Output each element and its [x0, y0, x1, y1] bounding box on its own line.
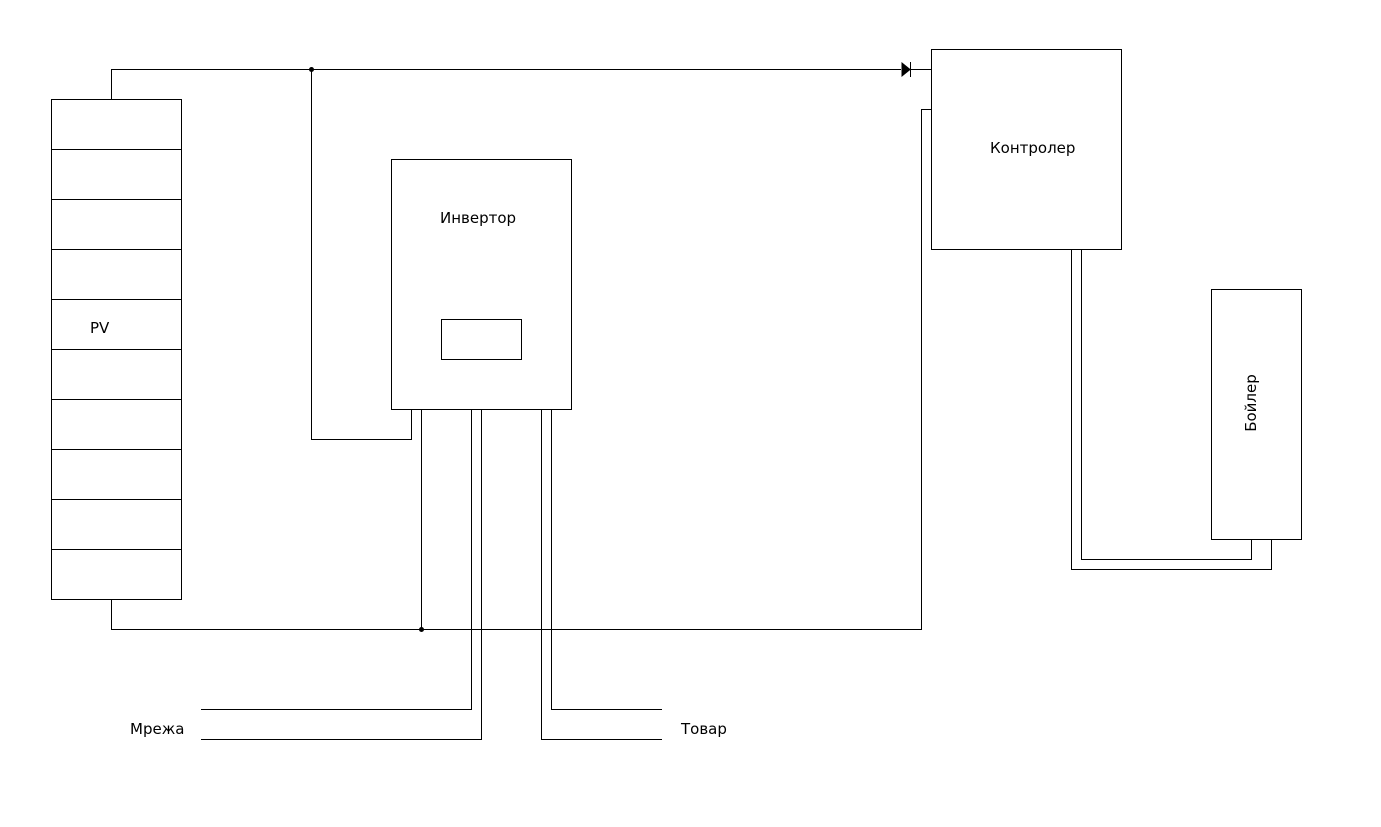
inverter-display — [441, 319, 522, 360]
boiler-wire-1 — [1081, 249, 1252, 560]
pv-cell — [51, 299, 182, 350]
pv-cell — [51, 249, 182, 300]
pv-cell — [51, 349, 182, 400]
grid-label: Мрежа — [130, 720, 184, 738]
junction-dot — [419, 627, 424, 632]
pv-label: PV — [90, 319, 110, 337]
inverter-label: Инвертор — [440, 209, 516, 227]
pv-cell — [51, 549, 182, 600]
pv-cell — [51, 449, 182, 500]
load-label: Товар — [680, 720, 727, 738]
inverter-dc-positive-wire — [311, 69, 412, 440]
pv-cell — [51, 399, 182, 450]
pv-negative-wire — [111, 109, 932, 630]
controller: Контролер — [931, 49, 1122, 250]
boiler-label: Бойлер — [1242, 374, 1260, 432]
grid-wire-1 — [201, 409, 472, 710]
inverter-body — [391, 159, 572, 410]
controller-label: Контролер — [990, 139, 1075, 157]
load-wire-2 — [541, 409, 662, 740]
pv-cell — [51, 199, 182, 250]
diode-symbol — [901, 61, 911, 78]
pv-positive-wire — [111, 69, 901, 100]
boiler-wire-2 — [1071, 249, 1272, 570]
pv-cell — [51, 99, 182, 150]
controller-body — [931, 49, 1122, 250]
pv-panel-array: PV — [51, 99, 182, 600]
inverter: Инвертор — [391, 159, 572, 410]
boiler-body — [1211, 289, 1302, 540]
grid-wire-2 — [201, 409, 482, 740]
boiler: Бойлер — [1211, 289, 1302, 540]
pv-cell — [51, 499, 182, 550]
pv-cell — [51, 149, 182, 200]
load-wire-1 — [551, 409, 662, 710]
